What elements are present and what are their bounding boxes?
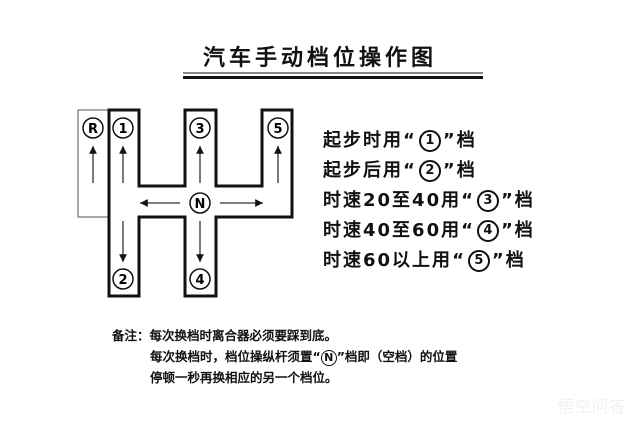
- page-title: 汽车手动档位操作图: [202, 46, 437, 71]
- note-text: ”档即（空档）的位置: [336, 349, 458, 364]
- quote-open: “: [461, 220, 475, 241]
- gear-circle: 2: [418, 160, 441, 182]
- legend-suffix: 档: [456, 160, 477, 181]
- legend-suffix: 档: [456, 130, 477, 151]
- note-text: 停顿一秒再换相应的另一个档位。: [150, 370, 338, 385]
- gear-R-label: R: [88, 122, 98, 137]
- notes-section: 备注：每次换档时离合器必须要踩到底。 每次换档时，档位操纵杆须置“N”档即（空档…: [112, 325, 457, 388]
- gear-circle: 4: [476, 220, 499, 242]
- gear-circle: 1: [418, 130, 441, 152]
- note-text: 每次换档时，档位操纵杆须置“: [150, 349, 321, 364]
- quote-close: ”: [442, 160, 457, 181]
- legend-text: 时速20至40用: [323, 190, 462, 211]
- gear-5-label: 5: [273, 122, 282, 137]
- quote-open: “: [403, 130, 417, 151]
- legend-row: 时速60以上用“5”档: [323, 247, 535, 277]
- quote-open: “: [403, 160, 417, 181]
- note-text: 每次换档时离合器必须要踩到底。: [149, 328, 338, 343]
- h-pattern-outline: [107, 108, 294, 298]
- title-underline-thick: [183, 76, 483, 79]
- legend-suffix: 档: [514, 220, 535, 241]
- gear-N-label: N: [195, 197, 206, 212]
- legend-row: 时速20至40用“3”档: [323, 187, 535, 217]
- reverse-slot: [77, 109, 109, 218]
- quote-close: ”: [491, 250, 506, 271]
- legend-suffix: 档: [505, 250, 526, 271]
- quote-open: “: [461, 190, 475, 211]
- notes-label: 备注：: [112, 328, 150, 343]
- legend-text: 起步时用: [323, 130, 403, 151]
- gear-4-label: 4: [195, 273, 204, 288]
- legend-suffix: 档: [514, 190, 535, 211]
- title-underline-thin: [183, 72, 483, 74]
- neutral-circle: N: [320, 350, 337, 366]
- note-line-3: 停顿一秒再换相应的另一个档位。: [112, 367, 457, 388]
- gear-circle: 5: [467, 250, 490, 272]
- note-line-1: 备注：每次换档时离合器必须要踩到底。: [112, 325, 457, 346]
- gear-2-label: 2: [118, 273, 127, 288]
- gear-3-label: 3: [195, 122, 204, 137]
- watermark: 悟空问答: [557, 397, 626, 416]
- quote-close: ”: [500, 220, 515, 241]
- legend-text: 起步后用: [323, 160, 403, 181]
- gear-circle: 3: [476, 190, 499, 212]
- quote-close: ”: [442, 130, 457, 151]
- legend-text: 时速40至60用: [323, 220, 462, 241]
- quote-close: ”: [500, 190, 515, 211]
- legend-text: 时速60以上用: [323, 250, 453, 271]
- legend-row: 时速40至60用“4”档: [323, 217, 535, 247]
- quote-open: “: [452, 250, 466, 271]
- gear-usage-legend: 起步时用“1”档 起步后用“2”档 时速20至40用“3”档 时速40至60用“…: [323, 127, 535, 277]
- legend-row: 起步后用“2”档: [323, 157, 535, 187]
- note-line-2: 每次换档时，档位操纵杆须置“N”档即（空档）的位置: [112, 346, 457, 367]
- gear-1-label: 1: [118, 122, 127, 137]
- legend-row: 起步时用“1”档: [323, 127, 535, 157]
